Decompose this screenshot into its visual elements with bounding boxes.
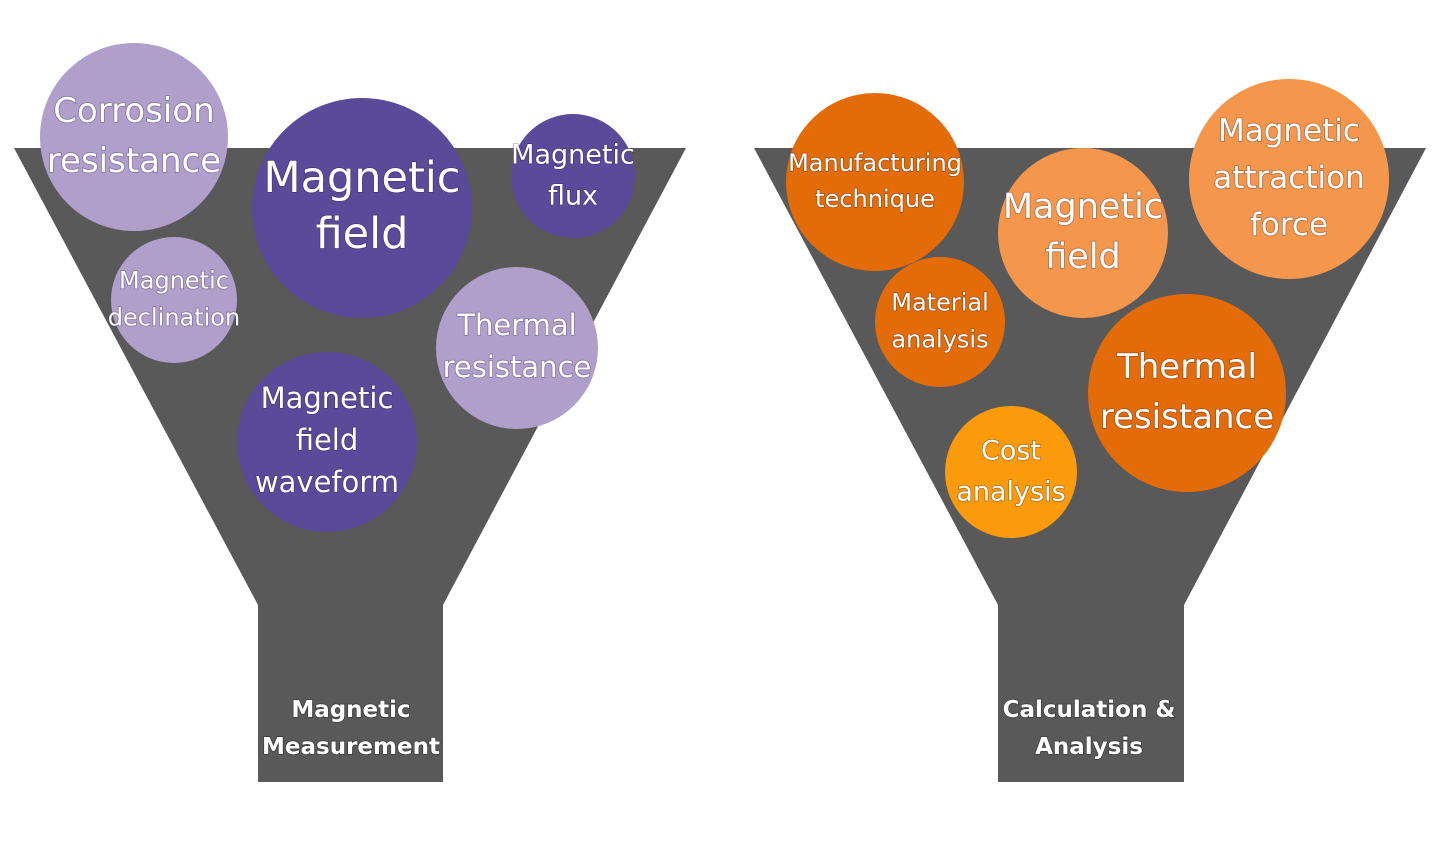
bubble-label: Material analysis	[891, 289, 989, 354]
bubble-label-line: field	[296, 423, 359, 457]
bubble-label-line: resistance	[47, 141, 221, 181]
bubble-label-line: flux	[548, 180, 598, 211]
bubble-thermal-resistance: Thermal resistance	[1088, 294, 1286, 492]
bubble-circle	[511, 114, 635, 238]
bubble-label-line: resistance	[1100, 397, 1274, 437]
bubble-magnetic-flux: Magnetic flux	[510, 114, 636, 238]
bubble-label-line: field	[1045, 237, 1121, 277]
bubble-label: Magnetic flux	[511, 139, 635, 211]
bubble-label-line: Thermal	[1116, 347, 1257, 387]
bubble-label-line: attraction	[1213, 160, 1364, 196]
bubble-label-line: Magnetic	[1218, 113, 1360, 149]
bubble-circle	[998, 148, 1168, 318]
bubble-magnetic-declination: Magnetic declination	[107, 237, 241, 363]
bubble-label-line: declination	[108, 304, 240, 332]
bubble-circle	[786, 93, 964, 271]
bubble-label-line: Magnetic	[511, 139, 635, 170]
calculation-analysis-funnel: Calculation & Analysis Manufacturing techni…	[754, 79, 1426, 782]
bubble-circle	[436, 267, 598, 429]
bubble-label: Magnetic field	[264, 153, 461, 259]
bubble-label: Corrosion resistance	[47, 91, 221, 181]
funnel-label-line: Measurement	[262, 734, 440, 760]
bubble-label-line: technique	[815, 185, 935, 213]
bubble-thermal-resistance: Thermal resistance	[436, 267, 598, 429]
bubble-label-line: Thermal	[456, 308, 576, 342]
bubble-material-analysis: Material analysis	[875, 257, 1005, 387]
bubble-circle	[252, 98, 472, 318]
bubble-label-line: field	[316, 209, 409, 259]
bubble-circle	[1189, 79, 1389, 279]
bubble-label-line: Material	[891, 289, 989, 317]
bubble-label: Magnetic field waveform	[255, 381, 399, 499]
bubble-circle	[40, 43, 228, 231]
bubble-magnetic-attraction-force: Magnetic attraction force	[1189, 79, 1389, 279]
bubble-label: Magnetic declination	[108, 267, 240, 332]
funnel-label-line: Analysis	[1035, 734, 1143, 760]
bubble-manufacturing-technique: Manufacturing technique	[786, 93, 964, 271]
bubble-circle	[111, 237, 237, 363]
bubble-label: Manufacturing technique	[788, 149, 962, 213]
bubble-corrosion-resistance: Corrosion resistance	[40, 43, 228, 231]
bubble-label-line: Magnetic	[119, 267, 229, 295]
bubble-magnetic-field: Magnetic field	[252, 98, 472, 318]
funnel-label: Calculation & Analysis	[1003, 697, 1176, 760]
bubble-label-line: Magnetic	[264, 153, 461, 203]
bubble-label-line: Manufacturing	[788, 149, 962, 177]
bubble-label-line: Cost	[981, 435, 1041, 466]
bubble-label-line: resistance	[443, 350, 592, 384]
bubble-label: Magnetic field	[1003, 187, 1163, 277]
bubble-label-line: waveform	[255, 465, 399, 499]
bubble-circle	[237, 352, 417, 532]
bubble-label: Thermal resistance	[443, 308, 592, 384]
bubble-circle	[875, 257, 1005, 387]
bubble-label: Cost analysis	[956, 435, 1065, 507]
funnel-label-line: Calculation &	[1003, 697, 1176, 723]
bubble-label-line: Corrosion	[53, 91, 214, 131]
bubble-label-line: Magnetic	[1003, 187, 1163, 227]
bubble-magnetic-field-waveform: Magnetic field waveform	[237, 352, 417, 532]
bubble-circle	[945, 406, 1077, 538]
bubble-label: Magnetic attraction force	[1213, 113, 1364, 243]
bubble-circle	[1088, 294, 1286, 492]
funnel-label-line: Magnetic	[291, 697, 410, 723]
bubble-label-line: analysis	[891, 326, 988, 354]
bubble-label-line: force	[1250, 207, 1328, 243]
bubble-magnetic-field: Magnetic field	[998, 148, 1168, 318]
bubble-cost-analysis: Cost analysis	[945, 406, 1077, 538]
bubble-label: Thermal resistance	[1100, 347, 1274, 437]
bubble-label-line: analysis	[956, 476, 1065, 507]
bubble-label-line: Magnetic	[261, 381, 394, 415]
